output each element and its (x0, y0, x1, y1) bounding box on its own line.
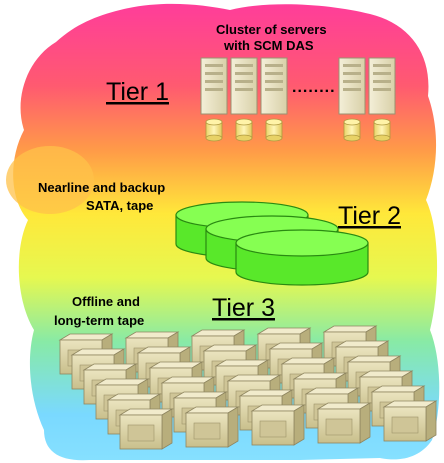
tier-1-caption-line2: with SCM DAS (223, 38, 314, 53)
tier-2-label: Tier 2 (338, 202, 401, 230)
tape-cartridge-icon (250, 404, 306, 446)
tape-cartridge-icon (382, 400, 438, 442)
tape-library (58, 325, 438, 450)
cloud-side-bulge (6, 146, 94, 214)
server-icon (260, 57, 288, 115)
sata-disk-icon (235, 229, 369, 286)
tape-cartridge-icon (184, 406, 240, 448)
tier-3-caption-line2: long-term tape (54, 313, 144, 328)
tier-1-label: Tier 1 (106, 78, 169, 106)
disk-icon (235, 118, 253, 142)
disk-icon (343, 118, 361, 142)
server-icon (230, 57, 258, 115)
tier-1-group: Tier 1 Cluster of servers with SCM DAS .… (106, 22, 396, 142)
tape-cartridge-icon (316, 402, 372, 444)
disk-icon (265, 118, 283, 142)
server-gap-ellipsis: ........ (292, 79, 336, 96)
tier-2-caption-line1: Nearline and backup (38, 180, 165, 195)
server-icon (200, 57, 228, 115)
tier-2-caption-line2: SATA, tape (86, 198, 153, 213)
tier-3-caption-line1: Offline and (72, 294, 140, 309)
tape-cartridge-icon (118, 408, 174, 450)
server-icon (368, 57, 396, 115)
disk-icon (373, 118, 391, 142)
server-icon (338, 57, 366, 115)
tier-1-caption-line1: Cluster of servers (216, 22, 327, 37)
tier-3-group: Offline and long-term tape Tier 3 (54, 294, 438, 450)
tier-2-group: Nearline and backup SATA, tape Tier 2 (38, 180, 401, 286)
disk-icon (205, 118, 223, 142)
tier-3-label: Tier 3 (212, 294, 275, 322)
